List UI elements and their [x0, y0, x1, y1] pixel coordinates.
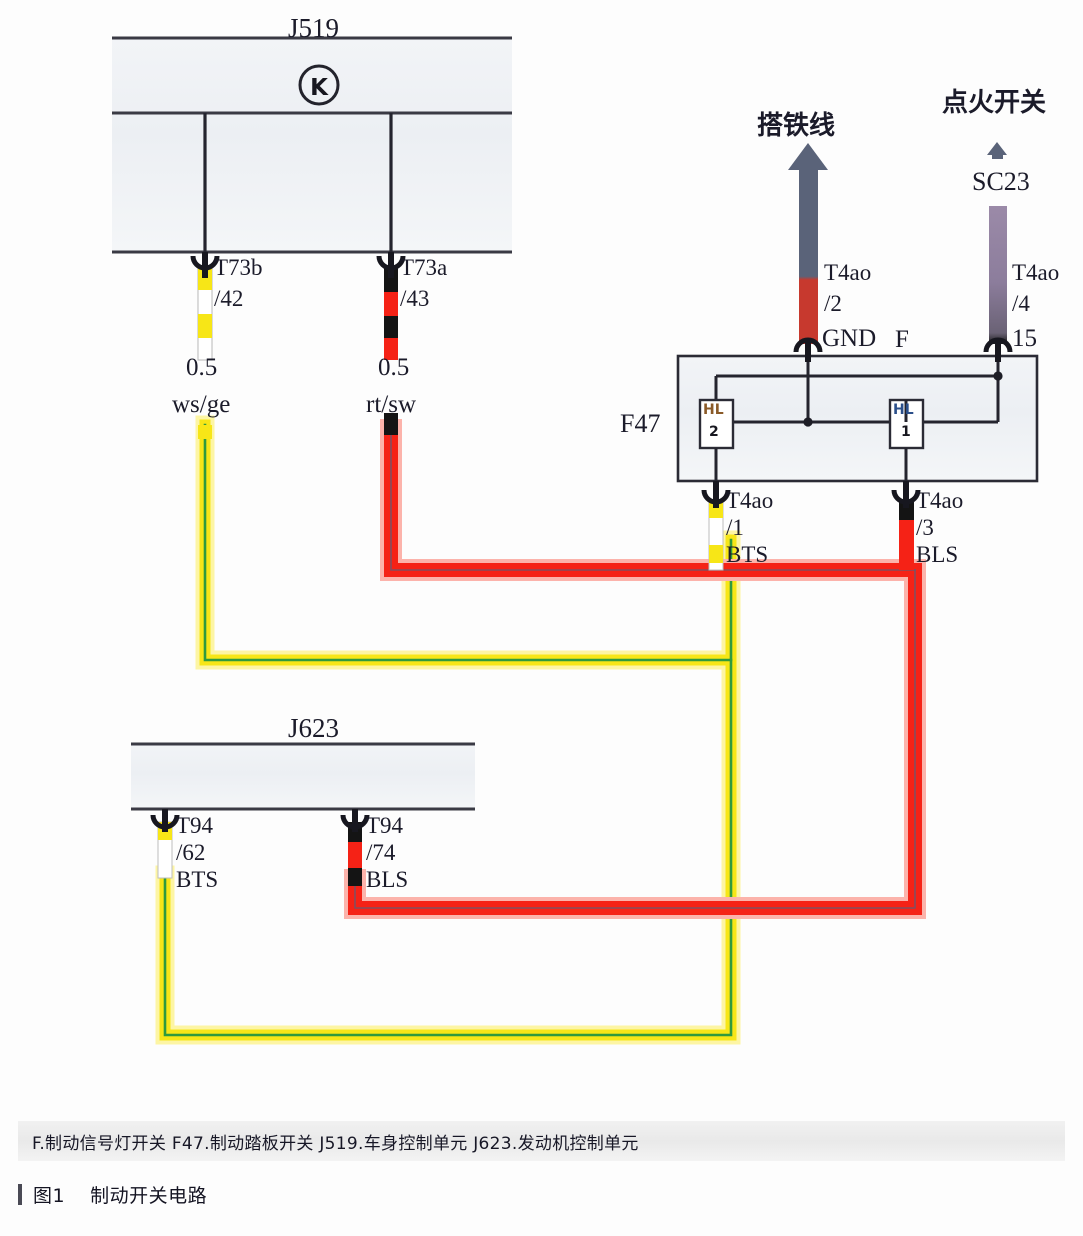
connector-name-t4ao-4: T4ao: [1012, 260, 1060, 285]
connector-cup-t94-74[interactable]: [340, 809, 370, 832]
switch-hl2-line1: HL: [703, 402, 724, 418]
connector-signal-t4ao-3: BLS: [916, 542, 959, 567]
connector-pin-t4ao-3: /3: [916, 515, 934, 540]
switch-hl2-line2: 2: [709, 424, 719, 440]
connector-signal-t94-62: BTS: [176, 867, 219, 892]
connector-signal-t4ao-2: GND: [822, 325, 877, 352]
wire-ground: [788, 143, 828, 344]
legend-text: F.制动信号灯开关 F47.制动踏板开关 J519.车身控制单元 J623.发动…: [32, 1133, 639, 1154]
switch-hl2[interactable]: [698, 398, 735, 450]
ground-wire-label: 搭铁线: [757, 111, 836, 141]
wire-gauge-t73a: 0.5: [378, 354, 410, 381]
legend-bar: F.制动信号灯开关 F47.制动踏板开关 J519.车身控制单元 J623.发动…: [18, 1121, 1065, 1161]
module-label-j623: J623: [288, 713, 340, 743]
connector-signal-t4ao-1: BTS: [726, 542, 769, 567]
connector-cup-t4ao-2[interactable]: [793, 337, 823, 362]
connector-pin-t73a: /43: [400, 286, 430, 311]
connector-name-t94-74: T94: [366, 813, 404, 838]
caption-tick-mark: [18, 1184, 22, 1205]
connector-cup-t4ao-1[interactable]: [701, 481, 731, 508]
wire-stub-t4ao-1: [708, 499, 724, 571]
module-label-f47: F47: [620, 409, 661, 438]
caption-title: 制动开关电路: [90, 1185, 208, 1207]
connector-cup-t73a[interactable]: [376, 252, 406, 278]
module-j623[interactable]: [131, 742, 475, 818]
wire-color-t73a: rt/sw: [366, 391, 416, 418]
connector-pin-t4ao-1: /1: [726, 515, 744, 540]
wire-gauge-t73b: 0.5: [186, 354, 218, 381]
module-f47[interactable]: [676, 354, 1039, 487]
connector-pin-t94-62: /62: [176, 840, 206, 865]
connector-name-t4ao-3: T4ao: [916, 488, 964, 513]
switch-hl1-line2: 1: [901, 424, 911, 440]
wire-stub-t73b: [197, 267, 213, 439]
connector-cup-t4ao-4[interactable]: [983, 337, 1013, 362]
switch-hl1-line1: HL: [893, 402, 914, 418]
wire-sc23: [987, 142, 1007, 344]
splice-label-sc23: SC23: [972, 167, 1030, 196]
connector-signal-t94-74: BLS: [366, 867, 409, 892]
wire-color-t73b: ws/ge: [172, 391, 231, 418]
figure-caption: 图1 制动开关电路: [18, 1181, 207, 1208]
warning-lamp-symbol: K: [298, 64, 340, 106]
caption-number: 图1: [33, 1185, 66, 1207]
wire-stub-t73a: [384, 268, 398, 435]
connector-name-t4ao-2: T4ao: [824, 260, 872, 285]
module-label-f: F: [895, 326, 909, 353]
module-label-j519: J519: [288, 13, 340, 43]
connector-name-t94-62: T94: [176, 813, 214, 838]
connector-cup-t4ao-3[interactable]: [891, 481, 921, 508]
connector-pin-t94-74: /74: [366, 840, 396, 865]
connector-name-t4ao-1: T4ao: [726, 488, 774, 513]
wire-ws-ge: [155, 415, 741, 1045]
connector-cup-t94-62[interactable]: [150, 809, 180, 832]
connector-pin-t4ao-2: /2: [824, 291, 842, 316]
connector-signal-t4ao-4: 15: [1012, 325, 1037, 352]
connector-name-t73b: T73b: [214, 255, 263, 280]
connector-cup-t73b[interactable]: [190, 252, 220, 278]
wire-stub-t4ao-3: [899, 500, 914, 570]
module-j519[interactable]: K: [112, 36, 512, 258]
connector-pin-t73b: /42: [214, 286, 244, 311]
connector-name-t73a: T73a: [400, 255, 448, 280]
wire-rt-sw: [344, 419, 926, 919]
svg-text:K: K: [310, 75, 329, 101]
ignition-switch-label: 点火开关: [942, 88, 1047, 118]
connector-pin-t4ao-4: /4: [1012, 291, 1030, 316]
